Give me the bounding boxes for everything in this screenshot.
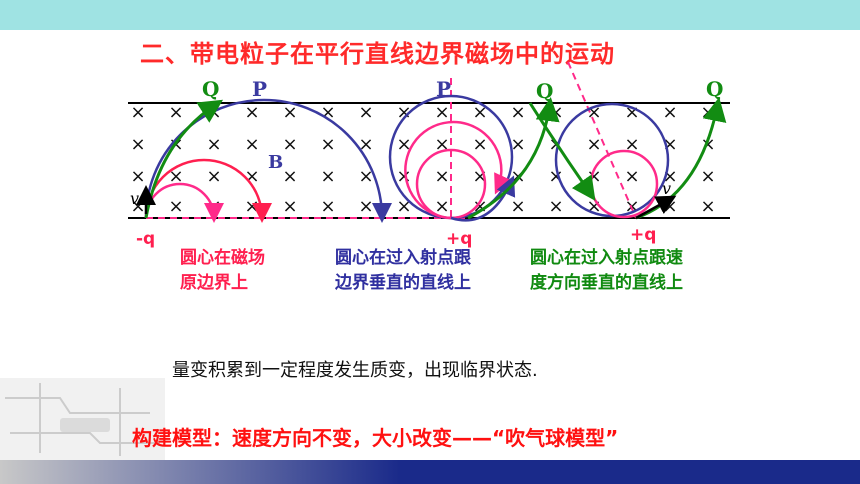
- label-neg-q: -q: [136, 229, 155, 249]
- field-cross: ×: [358, 196, 373, 217]
- field-cross: ×: [396, 102, 411, 123]
- field-cross: ×: [396, 134, 411, 155]
- field-cross: ×: [434, 196, 449, 217]
- field-cross: ×: [396, 166, 411, 187]
- field-cross: ×: [320, 166, 335, 187]
- statement-text: 量变积累到一定程度发生质变，出现临界状态.: [172, 360, 538, 381]
- top-band: [0, 0, 860, 30]
- label-v1: v: [130, 189, 139, 208]
- field-cross: ×: [168, 166, 183, 187]
- field-cross: ×: [244, 102, 259, 123]
- field-crosses: × × × × × × × × × × × × × × × × × × × × × × × × × × × × × × × × × × × × × × × ×…: [130, 102, 715, 217]
- field-cross: ×: [434, 102, 449, 123]
- caption-blue: 圆心在过入射点跟 边界垂直的直线上: [335, 246, 471, 296]
- label-Q1: Q: [202, 77, 219, 101]
- label-pos-q2: +q: [630, 225, 656, 245]
- field-cross: ×: [700, 196, 715, 217]
- field-cross: ×: [510, 134, 525, 155]
- green-exit-track-3: [635, 97, 727, 220]
- label-P1: P: [252, 77, 267, 101]
- field-cross: ×: [168, 102, 183, 123]
- field-cross: ×: [320, 134, 335, 155]
- caption-green-line1: 圆心在过入射点跟速: [530, 248, 683, 268]
- circuit-decoration-image: [0, 378, 165, 460]
- field-cross: ×: [586, 134, 601, 155]
- label-pos-q1: +q: [446, 229, 472, 249]
- caption-red: 圆心在磁场 原边界上: [180, 246, 265, 296]
- field-cross: ×: [358, 134, 373, 155]
- field-cross: ×: [282, 102, 297, 123]
- green-incoming-track-3: [528, 102, 596, 201]
- caption-blue-line1: 圆心在过入射点跟: [335, 248, 471, 268]
- slide-title: 二、带电粒子在平行直线边界磁场中的运动: [140, 40, 615, 68]
- caption-red-line2: 原边界上: [180, 273, 248, 293]
- caption-blue-line2: 边界垂直的直线上: [335, 273, 471, 293]
- field-cross: ×: [282, 134, 297, 155]
- label-v2: v: [662, 179, 671, 198]
- field-cross: ×: [662, 102, 677, 123]
- field-cross: ×: [396, 196, 411, 217]
- field-cross: ×: [510, 102, 525, 123]
- field-cross: ×: [206, 166, 221, 187]
- field-cross: ×: [434, 166, 449, 187]
- label-P2: P: [436, 77, 451, 101]
- field-cross: ×: [472, 134, 487, 155]
- field-cross: ×: [130, 134, 145, 155]
- velocity-arrow-right: [635, 195, 677, 220]
- field-cross: ×: [624, 134, 639, 155]
- caption-green: 圆心在过入射点跟速 度方向垂直的直线上: [530, 246, 683, 296]
- caption-green-line2: 度方向垂直的直线上: [530, 273, 683, 293]
- field-cross: ×: [130, 102, 145, 123]
- footer-gradient: [0, 460, 400, 484]
- field-cross: ×: [206, 134, 221, 155]
- field-cross: ×: [700, 166, 715, 187]
- field-cross: ×: [282, 196, 297, 217]
- blue-circle-track-3: [554, 102, 670, 218]
- field-cross: ×: [624, 166, 639, 187]
- field-cross: ×: [168, 196, 183, 217]
- label-Q2: Q: [536, 79, 553, 103]
- magenta-circle-track: [404, 120, 513, 220]
- field-cross: ×: [472, 102, 487, 123]
- label-Q3: Q: [706, 77, 723, 101]
- field-cross: ×: [282, 166, 297, 187]
- blue-semicircle-track: [144, 98, 392, 223]
- field-cross: ×: [244, 134, 259, 155]
- field-cross: ×: [358, 102, 373, 123]
- field-cross: ×: [358, 166, 373, 187]
- model-statement: 构建模型：速度方向不变，大小改变——“吹气球模型”: [132, 426, 619, 450]
- field-cross: ×: [244, 196, 259, 217]
- dashed-oblique-line: [567, 61, 637, 219]
- field-cross: ×: [320, 196, 335, 217]
- green-exit-track: [467, 97, 560, 220]
- caption-red-line1: 圆心在磁场: [180, 248, 265, 268]
- label-B: B: [268, 152, 283, 173]
- field-cross: ×: [548, 196, 563, 217]
- field-cross: ×: [510, 196, 525, 217]
- field-cross: ×: [130, 166, 145, 187]
